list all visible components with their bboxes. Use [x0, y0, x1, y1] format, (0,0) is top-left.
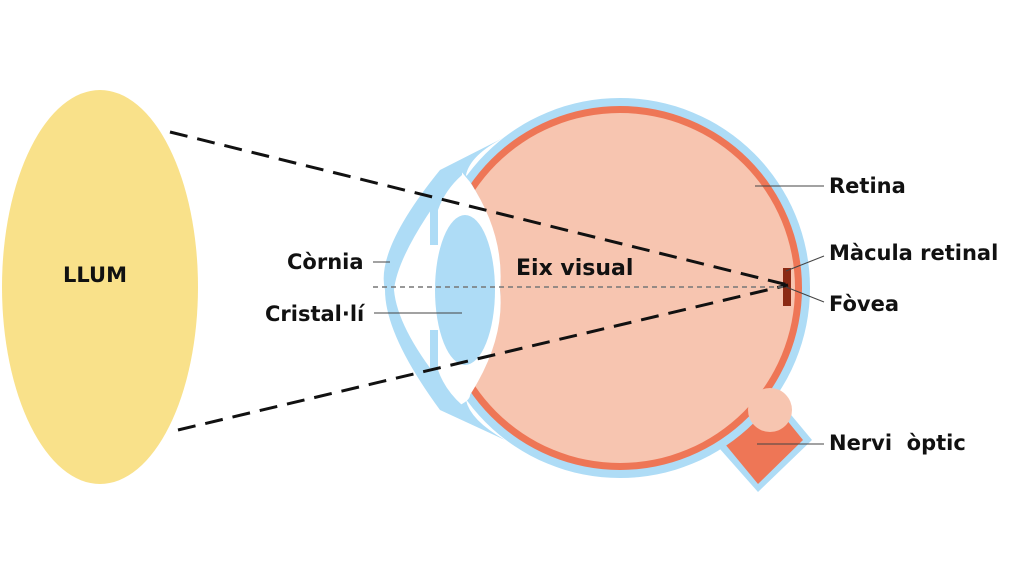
- nerve-bump: [748, 388, 792, 432]
- lens-label: Cristal·lí: [265, 302, 365, 326]
- vitreous-body: [445, 113, 795, 463]
- cornea-label: Còrnia: [287, 250, 364, 274]
- optic-nerve-label: Nervi òptic: [829, 431, 966, 455]
- iris-top: [430, 168, 462, 245]
- macula-label: Màcula retinal: [829, 241, 999, 265]
- light-source: [2, 90, 198, 484]
- light-ray-top: [169, 130, 789, 287]
- iris-bottom: [430, 330, 462, 412]
- visual-axis-label: Eix visual: [516, 256, 634, 281]
- leader-lines: [373, 185, 825, 445]
- retina-label: Retina: [829, 174, 906, 198]
- light-source-label: LLUM: [63, 263, 127, 287]
- light-ray-bottom: [177, 283, 789, 432]
- lens: [435, 215, 495, 365]
- fovea-label: Fòvea: [829, 292, 900, 316]
